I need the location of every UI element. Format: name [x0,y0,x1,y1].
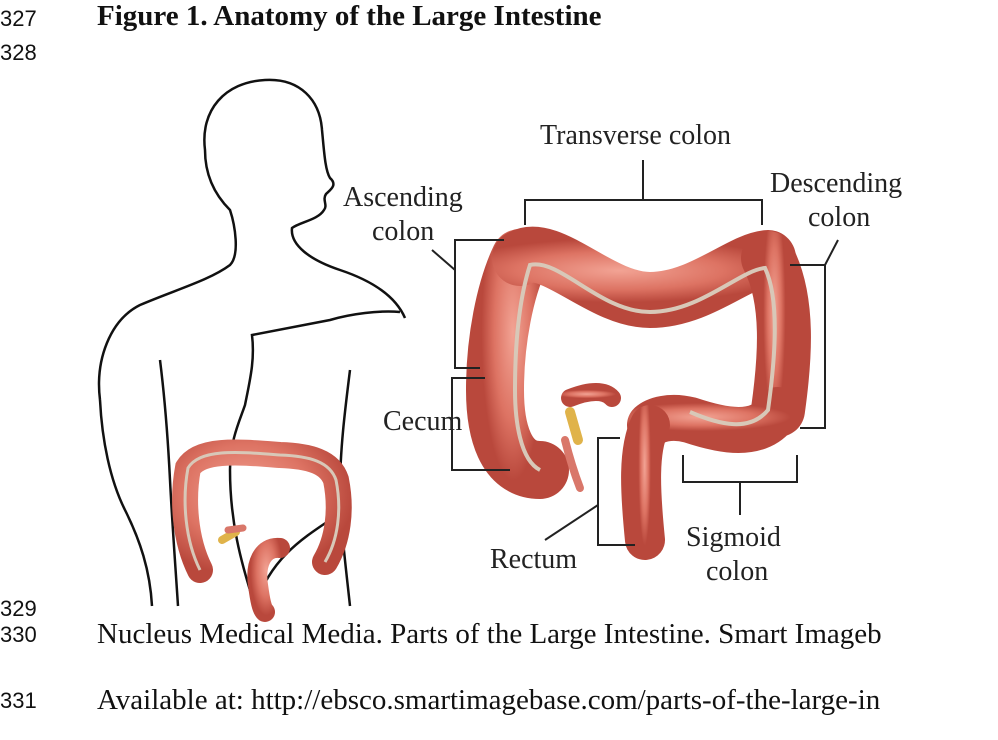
line-number: 328 [0,40,37,65]
body-left-arm [98,399,154,607]
figure-caption: Figure 1. Anatomy of the Large Intestine [97,0,602,32]
label-cecum: Cecum [383,406,463,437]
label-descending-colon-1: Descending [770,168,902,199]
label-ascending-colon-2: colon [372,216,434,247]
label-ascending-colon-1: Ascending [343,182,463,213]
small-colon-illustration [172,439,352,622]
label-descending-colon-2: colon [808,202,870,233]
body-silhouette [97,78,407,607]
label-rectum: Rectum [490,544,577,575]
line-number: 330 [0,622,37,647]
citation-line-1: Nucleus Medical Media. Parts of the Larg… [97,618,882,650]
label-brackets [431,160,839,546]
body-torso-left [158,359,180,607]
large-colon-illustration [465,226,811,560]
label-sigmoid-colon-2: colon [706,556,768,587]
label-transverse-colon: Transverse colon [540,120,731,151]
label-sigmoid-colon-1: Sigmoid [686,522,781,553]
line-number: 329 [0,596,37,621]
citation-line-2: Available at: http://ebsco.smartimagebas… [97,684,881,716]
line-number: 327 [0,6,37,31]
line-number: 331 [0,688,37,713]
